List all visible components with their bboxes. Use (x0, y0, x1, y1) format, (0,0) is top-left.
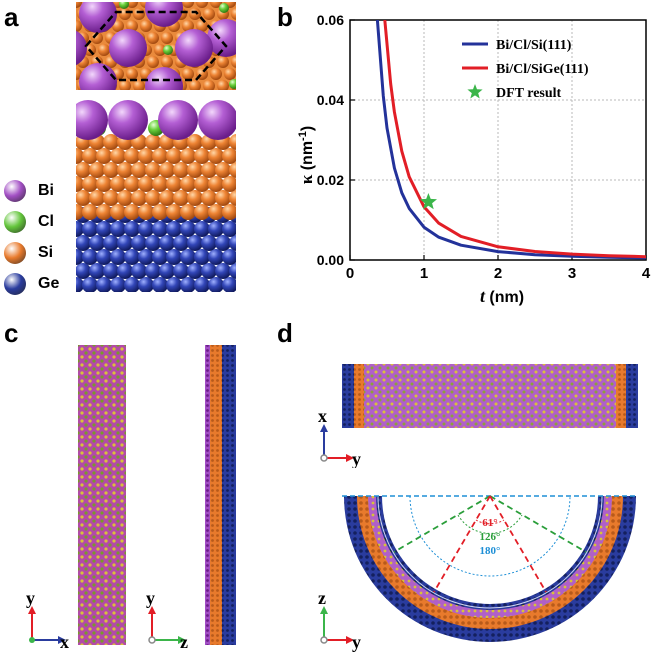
y-axis-label: κ (nm-1) (297, 126, 316, 184)
panel-d-flat-slab (342, 364, 638, 428)
legend-label: DFT result (496, 86, 562, 101)
curvature-chart: κ (nm-1) t (nm) 0 1 2 3 4 0.00 0.02 0.04 0.06Bi/… (297, 12, 651, 306)
y-tick-label: 0.06 (317, 12, 344, 28)
axis-z-label: z (180, 632, 188, 652)
axis-y-label: y (146, 592, 155, 608)
series-line-0 (375, 20, 646, 260)
legend-label: Bi/Cl/SiGe(111) (496, 62, 589, 77)
element-ball-icon (4, 180, 26, 202)
axis-y-label: y (352, 632, 361, 652)
angle-label-61: 61° (482, 517, 497, 529)
panel-c-slabs (78, 345, 236, 645)
dft-result-marker (419, 193, 437, 210)
axis-x-label: x (60, 632, 69, 652)
panel-label-c: c (4, 318, 19, 348)
x-tick-label: 2 (494, 265, 502, 282)
element-symbol: Bi (38, 182, 54, 199)
element-legend-item: Bi (4, 180, 84, 202)
element-legend-item: Ge (4, 273, 84, 295)
element-symbol: Ge (38, 275, 60, 292)
y-tick-label: 0.02 (317, 172, 344, 188)
element-ball-icon (4, 242, 26, 264)
slab-side-view (205, 345, 236, 645)
angle-label-180: 180° (480, 545, 501, 557)
axes-c-right: y z (146, 592, 188, 652)
axis-y-label: y (26, 592, 35, 608)
x-tick-label: 3 (568, 265, 576, 282)
y-tick-label: 0.00 (317, 252, 344, 268)
axes-d-top: x y (318, 408, 361, 468)
axis-z-label: z (318, 592, 326, 608)
panel-label-a: a (4, 2, 19, 32)
axis-x-label: x (318, 408, 327, 426)
x-tick-label: 0 (346, 265, 354, 282)
panel-label-b: b (277, 2, 293, 32)
panel-a-structure (76, 2, 236, 292)
panel-label-d: d (277, 318, 293, 348)
panel-d-curved-slab: 61° 126° 180° (342, 495, 638, 642)
x-tick-label: 4 (642, 265, 651, 282)
element-legend-item: Cl (4, 211, 84, 233)
legend-label: Bi/Cl/Si(111) (496, 38, 572, 53)
axes-c-left: y x (26, 592, 69, 652)
axes-d-bottom: z y (318, 592, 361, 652)
series-line-1 (383, 20, 646, 259)
element-ball-icon (4, 273, 26, 295)
axis-y-label: y (352, 449, 361, 468)
y-tick-label: 0.04 (317, 92, 344, 108)
element-symbol: Si (38, 244, 54, 261)
slab-top-view (78, 345, 126, 645)
element-ball-icon (4, 211, 26, 233)
x-axis-label: t (nm) (480, 286, 524, 306)
legend-star-icon (467, 84, 483, 99)
angle-label-126: 126° (480, 531, 501, 543)
element-symbol: Cl (38, 213, 54, 230)
x-tick-label: 1 (420, 265, 428, 282)
element-legend-item: Si (4, 242, 84, 264)
